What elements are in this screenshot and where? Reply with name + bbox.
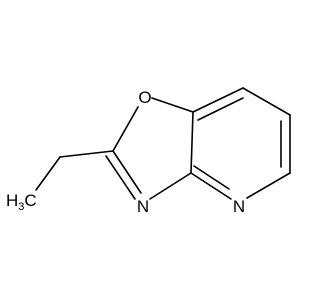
methyl-group-label: H3C	[6, 191, 37, 213]
bond-ch2-c2	[59, 150, 114, 158]
methyl-h: H	[6, 191, 18, 210]
bond-c7a-c7-double	[197, 97, 244, 121]
bond-c2-o	[112, 106, 139, 152]
structure-canvas: O N N H3C	[6, 87, 291, 216]
oxygen-atom-label: O	[138, 88, 151, 107]
bond-c7a-c3a	[190, 111, 194, 174]
bond-c5-n4	[246, 172, 291, 199]
bond-o-c7a	[151, 97, 194, 113]
bond-n3-c2	[112, 150, 142, 194]
bond-n3-c2-double	[105, 155, 136, 200]
bond-ch3-ch2	[35, 156, 61, 191]
methyl-subscript: 3	[18, 201, 24, 213]
bond-n4-c3a-double	[193, 165, 230, 190]
molecule-drawing: O N N H3C	[6, 87, 291, 216]
bond-c7-c6	[242, 87, 291, 116]
bond-n4-c3a	[190, 172, 232, 200]
bond-c7a-c7	[192, 87, 244, 113]
methyl-c: C	[24, 191, 36, 210]
bond-c3a-n3	[149, 172, 192, 200]
nitrogen-oxazole-atom-label: N	[137, 197, 149, 216]
nitrogen-pyridine-atom-label: N	[233, 197, 245, 216]
